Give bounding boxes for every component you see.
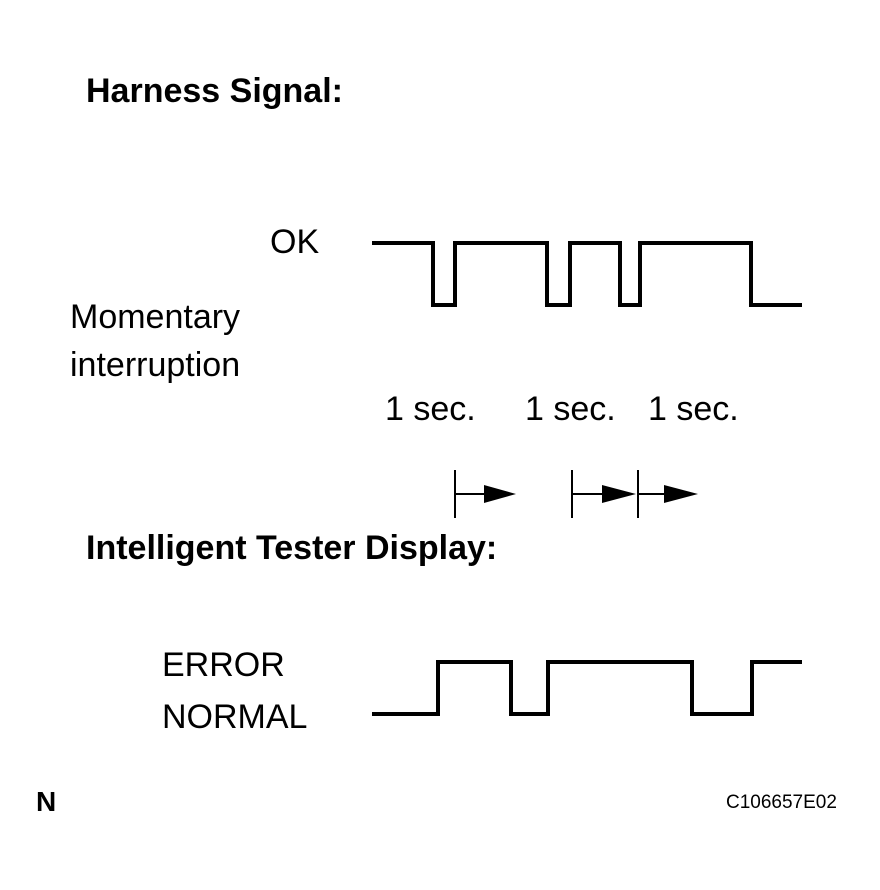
harness-signal-title: Harness Signal: [86,72,343,110]
orientation-mark: N [36,786,57,817]
harness-signal-waveform [372,241,802,307]
interval-arrow-1 [484,485,516,503]
momentary-label: Momentary [70,298,241,336]
tester-display-waveform [372,660,802,716]
interval-arrow-2 [602,485,636,503]
tester-display-title: Intelligent Tester Display: [86,529,498,567]
figure-code: C106657E02 [726,792,837,813]
interval-label-1: 1 sec. [385,390,476,428]
interval-label-2: 1 sec. [525,390,616,428]
interval-label-3: 1 sec. [648,390,739,428]
error-label: ERROR [162,646,285,684]
interval-arrow-3 [664,485,698,503]
interruption-label: interruption [70,346,241,384]
ok-label: OK [270,223,320,261]
normal-label: NORMAL [162,698,308,736]
